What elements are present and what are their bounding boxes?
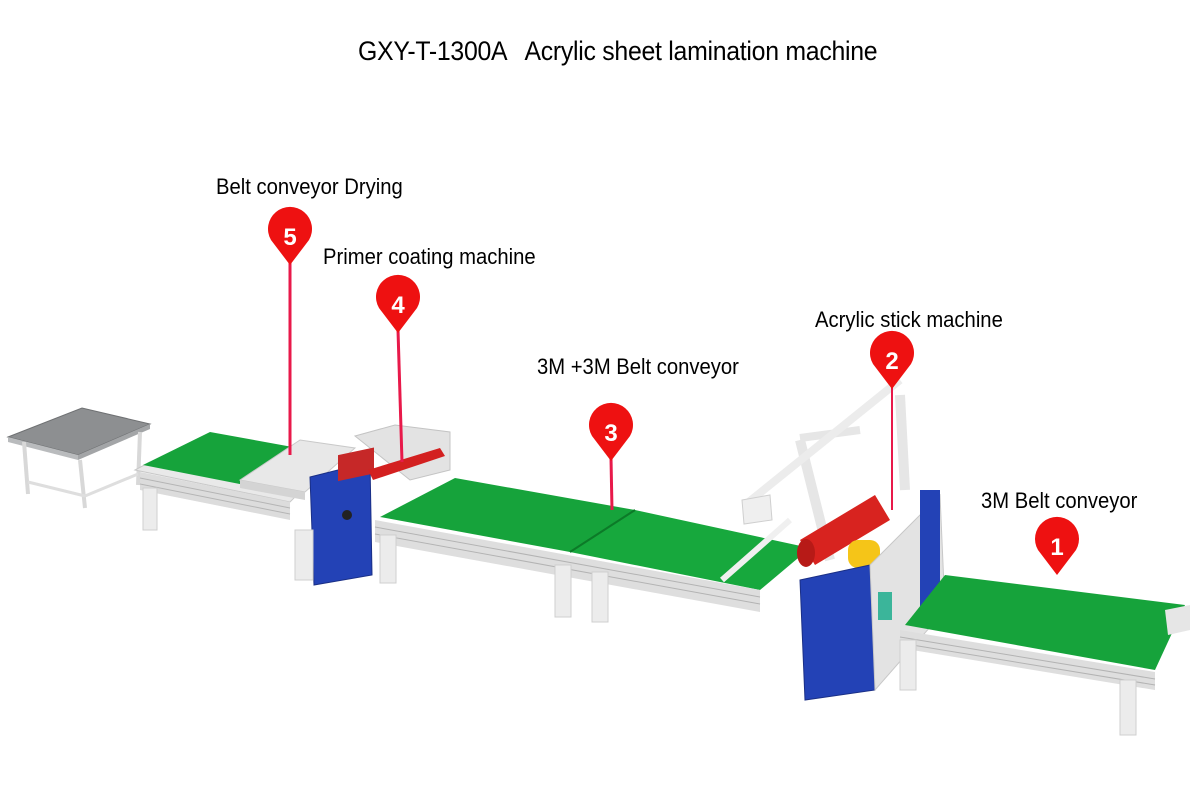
loading-table xyxy=(6,407,152,509)
pin-number-5: 5 xyxy=(283,224,296,251)
map-pin-icon xyxy=(870,330,914,389)
station-label-5: Belt conveyor Drying xyxy=(216,174,403,199)
infeed-belt-conveyor xyxy=(899,575,1190,736)
pin-number-2: 2 xyxy=(885,348,898,375)
map-pin-icon xyxy=(1035,516,1079,575)
station-label-1: 3M Belt conveyor xyxy=(981,488,1138,513)
map-pin-icon xyxy=(268,206,312,265)
station-pin-5: 5 xyxy=(268,206,312,265)
leader-line-4 xyxy=(396,329,404,463)
station-label-2: Acrylic stick machine xyxy=(815,307,1003,332)
acrylic-stick-machine xyxy=(741,376,946,701)
double-belt-conveyor xyxy=(374,478,810,623)
station-pin-4: 4 xyxy=(376,274,421,333)
pin-number-4: 4 xyxy=(391,292,405,319)
station-label-3: 3M +3M Belt conveyor xyxy=(537,354,739,379)
map-pin-icon xyxy=(376,274,421,333)
station-label-4: Primer coating machine xyxy=(323,244,536,269)
pin-number-1: 1 xyxy=(1050,534,1063,561)
diagram-title: GXY-T-1300A Acrylic sheet lamination mac… xyxy=(358,36,878,66)
pin-number-3: 3 xyxy=(604,420,617,447)
station-pin-2: 2 xyxy=(870,330,914,389)
station-pin-1: 1 xyxy=(1035,516,1079,575)
station-pin-3: 3 xyxy=(589,402,633,461)
drying-conveyor xyxy=(133,432,357,531)
map-pin-icon xyxy=(589,402,633,461)
leader-line-3 xyxy=(609,457,614,511)
